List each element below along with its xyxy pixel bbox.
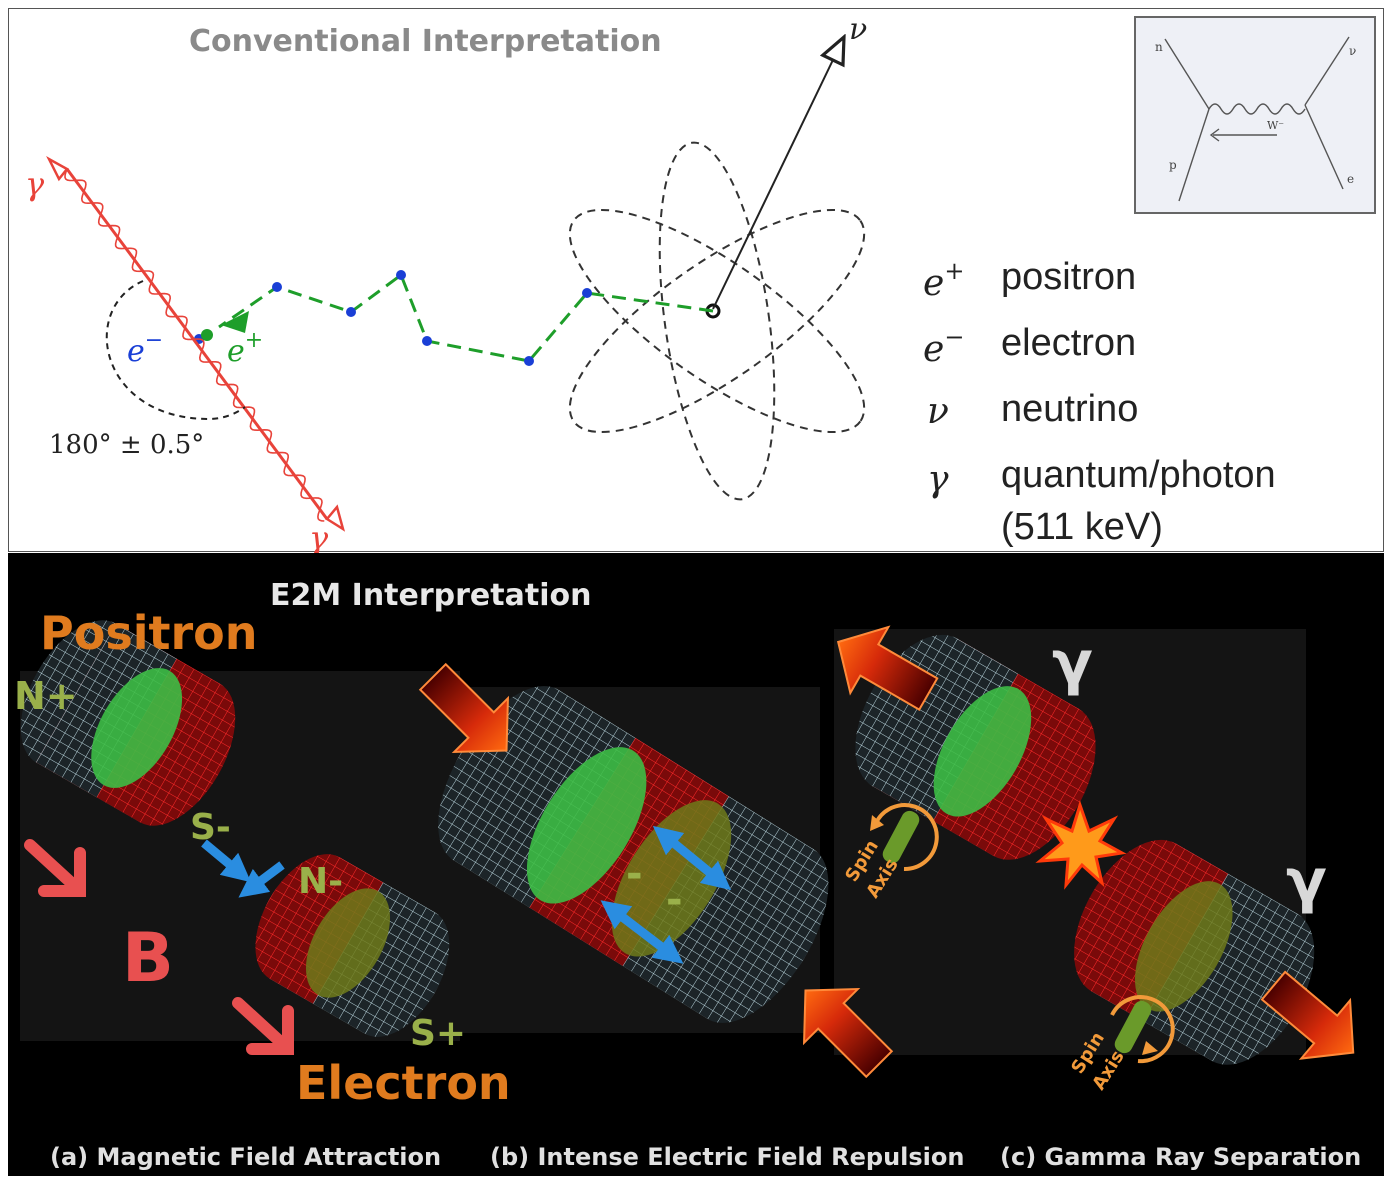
legend-photon: quantum/photon — [1001, 454, 1276, 496]
b-field-label: B — [122, 919, 174, 998]
e2m-title: E2M Interpretation — [270, 578, 591, 613]
gamma-top-label: γ — [25, 165, 45, 203]
explosion-icon — [1035, 800, 1127, 890]
electron-mesh-a — [255, 854, 450, 1037]
photon-track — [46, 155, 346, 532]
feynman-n: n — [1155, 40, 1163, 54]
e2m-panel: E2M Interpretation Positron Electron N+ … — [8, 553, 1384, 1176]
e-plus-label: e+ — [227, 328, 263, 369]
feynman-nu: ν — [1349, 44, 1356, 58]
gamma-label-1: γ — [1052, 628, 1093, 698]
caption-b: (b) Intense Electric Field Repulsion — [490, 1143, 964, 1171]
caption-c: (c) Gamma Ray Separation — [1000, 1143, 1361, 1171]
attraction-arrows-a — [201, 839, 285, 898]
b-field-arrow-2 — [232, 997, 294, 1055]
gamma-label-2: γ — [1286, 846, 1327, 916]
legend-neutrino: neutrino — [1001, 388, 1138, 430]
legend-gamma-symbol: γ — [927, 459, 949, 500]
spin-axis-icon-2 — [1110, 995, 1175, 1064]
angle-arc — [105, 280, 246, 421]
positron-label: Positron — [40, 606, 258, 660]
gamma-arrow-bottom — [1260, 970, 1355, 1060]
feynman-w: W⁻ — [1267, 119, 1284, 132]
repulsion-arrows-b — [600, 825, 732, 964]
positron-mesh-a — [20, 620, 236, 826]
legend-positron: positron — [1001, 256, 1136, 298]
s-plus-label: S+ — [410, 1013, 466, 1054]
nu-label: ν — [849, 12, 867, 47]
feynman-e: e — [1347, 172, 1354, 186]
caption-a: (a) Magnetic Field Attraction — [50, 1143, 441, 1171]
legend: e+ positron e− electron ν neutrino γ qua… — [923, 256, 1276, 548]
b-field-arrow-1 — [24, 839, 86, 897]
s-minus-label: S- — [190, 807, 231, 848]
n-minus-label: N- — [298, 861, 343, 902]
minus-label-a: - — [626, 851, 643, 897]
atom-orbits — [568, 141, 866, 501]
spin-axis-icon-1 — [870, 803, 939, 872]
e2m-diagram: E2M Interpretation Positron Electron N+ … — [14, 578, 1361, 1171]
positron-path — [218, 272, 714, 363]
electron-mesh-c — [1074, 839, 1315, 1065]
compress-arrow-bottom — [802, 987, 894, 1079]
legend-nu-symbol: ν — [927, 391, 949, 432]
svg-text:e−: e− — [923, 323, 964, 370]
compress-arrow-top — [418, 662, 510, 754]
legend-energy: (511 keV) — [1001, 506, 1163, 548]
annihilation-point — [201, 329, 213, 341]
gamma-arrow-top — [836, 625, 939, 711]
legend-electron: electron — [1001, 322, 1136, 364]
feynman-inset: n p ν e W⁻ — [1134, 16, 1376, 214]
n-plus-label: N+ — [14, 674, 78, 718]
minus-label-b: - — [666, 877, 683, 923]
positron-mesh-c — [855, 634, 1096, 860]
conventional-title: Conventional Interpretation — [189, 24, 662, 59]
conventional-panel: Conventional Interpretation ν γ γ e− e+ … — [8, 8, 1384, 557]
e-minus-label: e− — [127, 328, 163, 369]
conventional-diagram: Conventional Interpretation ν γ γ e− e+ … — [25, 12, 1376, 557]
feynman-p: p — [1169, 158, 1177, 172]
neutrino-track — [712, 37, 844, 310]
angle-label: 180° ± 0.5° — [49, 430, 204, 460]
svg-text:e+: e+ — [923, 257, 964, 304]
gamma-bottom-label: γ — [309, 519, 329, 553]
electron-label: Electron — [296, 1056, 511, 1110]
positron-arrowhead — [221, 311, 249, 333]
